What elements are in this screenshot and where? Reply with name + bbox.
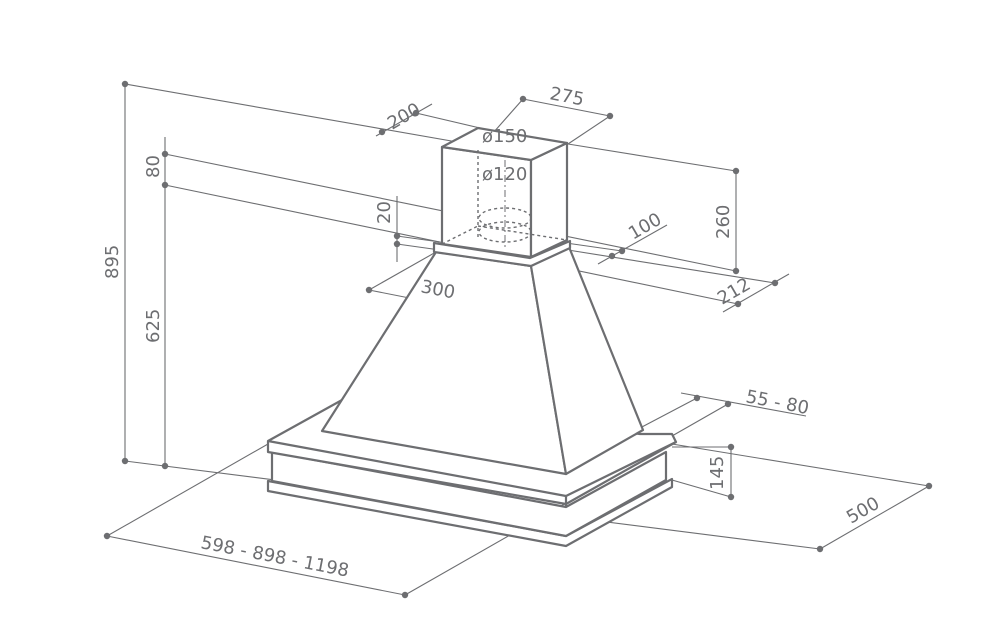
dim-top-offset: 80 (143, 155, 164, 178)
dim-outlet-diameter-small: ø120 (482, 164, 527, 185)
dim-frame-offset: 55 - 80 (744, 386, 811, 419)
dim-chimney-width: 275 (548, 83, 586, 110)
dim-overall-height: 895 (102, 245, 123, 279)
collar (432, 239, 572, 268)
chimney-side-face (529, 141, 569, 259)
dim-overall-depth: 500 (843, 493, 883, 528)
chimney-top-face (440, 126, 569, 162)
dim-chimney-height: 260 (713, 205, 734, 239)
dim-collar-height: 20 (374, 201, 395, 224)
dim-outlet-diameter-large: ø150 (482, 126, 527, 147)
dim-chimney-depth: 200 (384, 99, 424, 134)
outlet-hidden-lines (441, 150, 568, 250)
dim-flange-offset: 100 (625, 209, 665, 244)
dim-overall-width: 598 - 898 - 1198 (199, 532, 351, 581)
dim-frame-height: 145 (707, 456, 728, 490)
hood-body (266, 126, 678, 548)
dim-hood-height: 625 (143, 309, 164, 343)
